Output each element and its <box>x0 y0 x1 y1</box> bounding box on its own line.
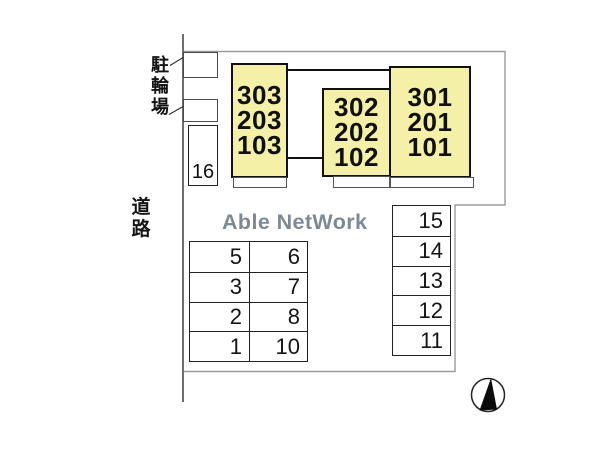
unit-number: 101 <box>407 131 453 162</box>
unit-number: 203 <box>237 105 282 135</box>
unit-number: 303 <box>237 80 282 110</box>
parking-cell: 11 <box>393 325 450 355</box>
building-east: 301 201 101 <box>389 66 471 178</box>
watermark: Able NetWork <box>222 210 368 234</box>
parking-cell: 7 <box>249 271 307 302</box>
unit-number: 102 <box>334 142 379 172</box>
parking-space-16: 16 <box>188 125 218 186</box>
parking-column-right: 15 14 13 12 11 <box>392 205 451 356</box>
unit-number: 302 <box>334 92 379 122</box>
parking-cell: 10 <box>249 331 307 361</box>
parking-cell: 3 <box>190 271 249 302</box>
unit-number: 301 <box>407 81 453 112</box>
balcony-strip-west <box>233 177 287 188</box>
site-boundary <box>183 50 506 373</box>
unit-number: 201 <box>407 106 453 137</box>
unit-number: 202 <box>334 117 379 147</box>
parking-cell: 8 <box>249 301 307 332</box>
pointer-line-bottom <box>168 105 185 116</box>
parking-cell: 13 <box>393 265 450 296</box>
road-label: 道路 <box>131 197 151 240</box>
building-west: 303 203 103 <box>231 63 288 178</box>
north-arrow-icon <box>470 377 506 413</box>
parking-cell: 6 <box>249 242 307 272</box>
balcony-strip-east <box>390 177 474 188</box>
parking-cell: 2 <box>190 301 249 332</box>
parking-cell: 1 <box>190 331 249 361</box>
building-center: 302 202 102 <box>322 88 391 177</box>
balcony-strip-center <box>333 176 390 188</box>
bicycle-area-1 <box>183 52 218 78</box>
parking-cell: 5 <box>229 243 242 269</box>
parking-grid-left: 5 6 3 7 2 8 1 10 <box>189 241 308 362</box>
bicycle-area-2 <box>183 99 218 122</box>
parking-cell: 12 <box>393 295 450 325</box>
parking-cell: 15 <box>418 207 443 233</box>
parking-space-16-number: 16 <box>191 161 215 183</box>
bicycle-parking-label: 駐輪場 <box>151 55 169 117</box>
parking-cell: 14 <box>393 235 450 266</box>
unit-number: 103 <box>237 130 282 160</box>
pointer-line-top <box>169 56 185 67</box>
